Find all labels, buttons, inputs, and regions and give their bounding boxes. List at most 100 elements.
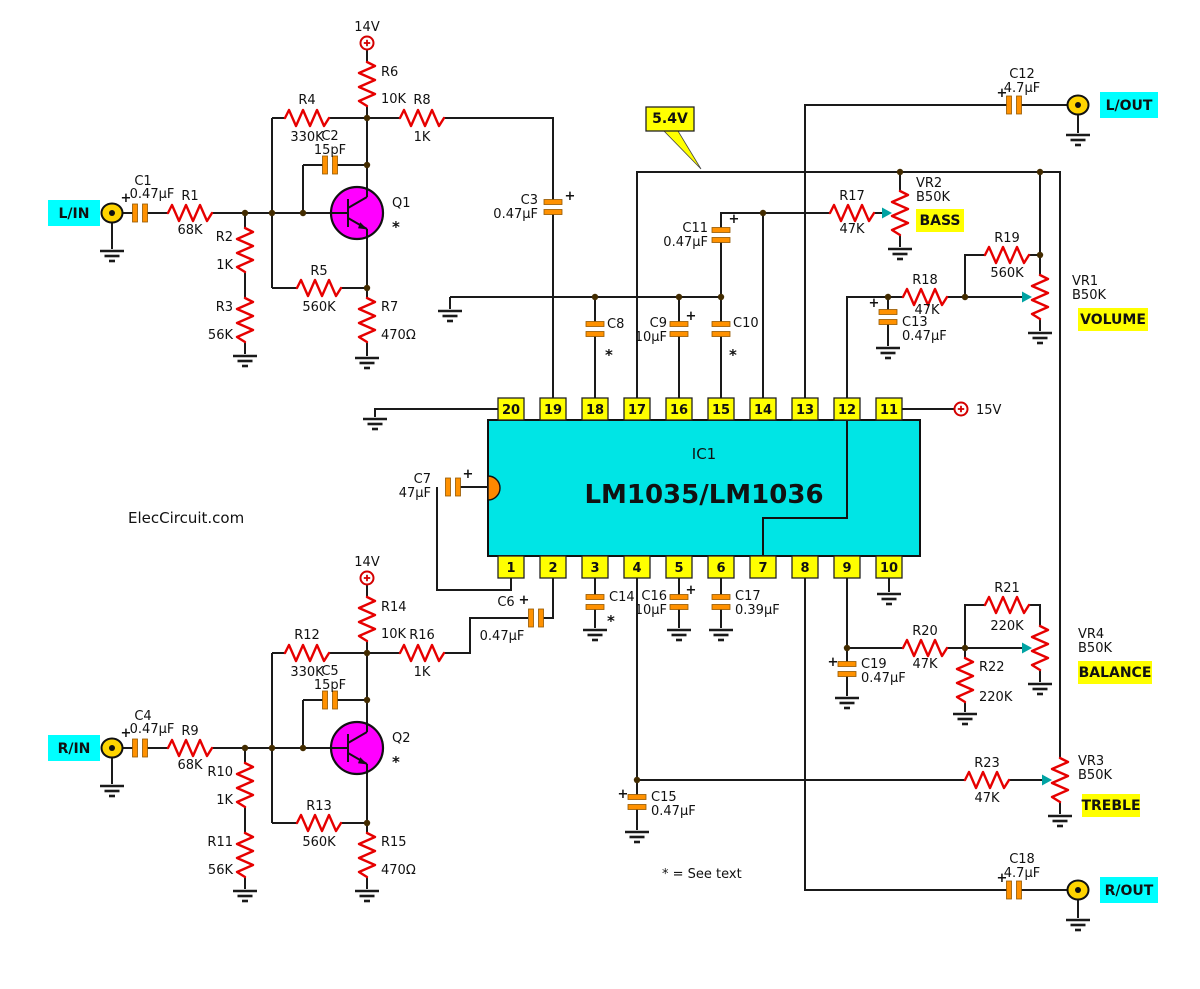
resistor-R21 bbox=[983, 595, 1031, 615]
ground-symbol bbox=[665, 628, 693, 642]
ground-symbol bbox=[874, 346, 902, 360]
R16-label: R16 bbox=[409, 628, 435, 643]
treble-tag bbox=[1082, 794, 1140, 817]
C12-value: 4.7µF bbox=[1004, 81, 1040, 96]
plus-C9: + bbox=[686, 309, 697, 324]
left-output: L/OUT C12 4.7µF + bbox=[804, 67, 1158, 398]
resistor-R4 bbox=[283, 108, 331, 128]
plus-C4: + bbox=[121, 726, 132, 741]
C16-label: C16 bbox=[641, 589, 667, 604]
VR4-value: B50K bbox=[1078, 641, 1112, 656]
R23-label: R23 bbox=[974, 756, 1000, 771]
C18-value: 4.7µF bbox=[1004, 866, 1040, 881]
balance-label: BALANCE bbox=[1079, 665, 1152, 681]
treble-label: TREBLE bbox=[1081, 798, 1140, 814]
transistor-Q1 bbox=[329, 185, 385, 241]
wiper-arrow-VR4 bbox=[1022, 642, 1032, 654]
R17-value: 47K bbox=[839, 222, 865, 237]
C13-label: C13 bbox=[902, 315, 928, 330]
R7-value: 470Ω bbox=[381, 328, 416, 343]
ground-symbol bbox=[231, 354, 259, 368]
ground-symbol bbox=[361, 417, 389, 431]
ic-internal-link bbox=[762, 420, 848, 556]
cap-C3 bbox=[543, 199, 563, 215]
ground-symbol bbox=[1026, 682, 1054, 696]
watermark: ElecCircuit.com bbox=[128, 509, 244, 527]
C17-label: C17 bbox=[735, 589, 761, 604]
R11-value: 56K bbox=[208, 863, 234, 878]
plus-C19: + bbox=[828, 655, 839, 670]
R18-value: 47K bbox=[914, 303, 940, 318]
C16-value: 10µF bbox=[635, 603, 667, 618]
cap-C10 bbox=[711, 321, 731, 337]
C12-label: C12 bbox=[1009, 67, 1035, 82]
jack-l-out bbox=[1066, 94, 1090, 116]
resistor-R5 bbox=[295, 278, 343, 298]
cap-C4 bbox=[132, 738, 148, 758]
volume-control: R18 47K C13 0.47µF + R19 560K VR1 B50K V… bbox=[846, 231, 1148, 398]
ic-pin-9: 9 bbox=[842, 561, 851, 576]
C5-value: 15pF bbox=[314, 678, 346, 693]
ic-pin-17: 17 bbox=[628, 403, 646, 418]
pot-VR1 bbox=[1030, 273, 1050, 321]
ic-lm1035: IC1 LM1035/LM1036 20 19 18 17 16 15 14 1… bbox=[361, 397, 1002, 606]
r-out-tag bbox=[1100, 877, 1158, 903]
jack-r-in bbox=[100, 737, 124, 759]
R9-value: 68K bbox=[177, 758, 203, 773]
resistor-R7 bbox=[357, 296, 377, 344]
cap-C12 bbox=[1006, 95, 1022, 115]
ground-symbol bbox=[1046, 814, 1074, 828]
VR1-value: B50K bbox=[1072, 288, 1106, 303]
decoupling-wires bbox=[594, 578, 722, 628]
cap-C17 bbox=[711, 594, 731, 610]
resistor-R9 bbox=[166, 738, 214, 758]
ground-symbol bbox=[353, 889, 381, 903]
left-input-stage: L/IN 14V R6 10K R4 330K R8 1K C2 15pF C1… bbox=[48, 20, 575, 398]
bass-label: BASS bbox=[919, 213, 960, 229]
ic-part: LM1035/LM1036 bbox=[584, 480, 823, 510]
C15-value: 0.47µF bbox=[651, 804, 696, 819]
VR2-label: VR2 bbox=[916, 176, 942, 191]
R12-value: 330K bbox=[290, 665, 324, 680]
C9-value: 10µF bbox=[635, 330, 667, 345]
R13-label: R13 bbox=[306, 799, 332, 814]
star-Q2: * bbox=[392, 753, 400, 771]
C2-label: C2 bbox=[321, 129, 338, 144]
ic-pin-12: 12 bbox=[838, 403, 856, 418]
VR1-label: VR1 bbox=[1072, 274, 1098, 289]
R5-value: 560K bbox=[302, 300, 336, 315]
ic-pin-3: 3 bbox=[590, 561, 599, 576]
ic-pin-1: 1 bbox=[506, 561, 515, 576]
resistor-R15 bbox=[357, 831, 377, 879]
C19-label: C19 bbox=[861, 657, 887, 672]
jack-r-out bbox=[1066, 879, 1090, 901]
plus-C18: + bbox=[997, 871, 1008, 886]
ground-symbol bbox=[1026, 331, 1054, 345]
cap-C1 bbox=[132, 203, 148, 223]
decoupling-caps-bottom: C14 * C16 10µF + C17 0.39µF bbox=[581, 578, 780, 642]
ground-symbol bbox=[436, 309, 464, 323]
R11-label: R11 bbox=[207, 835, 233, 850]
C4-label: C4 bbox=[134, 709, 151, 724]
left-input-wires bbox=[111, 49, 554, 398]
R3-value: 56K bbox=[208, 328, 234, 343]
C19-value: 0.47µF bbox=[861, 671, 906, 686]
ground-symbol bbox=[951, 712, 979, 726]
R16-value: 1K bbox=[414, 665, 431, 680]
R12-label: R12 bbox=[294, 628, 320, 643]
cap-C14 bbox=[585, 594, 605, 610]
R20-value: 47K bbox=[912, 657, 938, 672]
R1-label: R1 bbox=[181, 189, 198, 204]
ic-pin-6: 6 bbox=[716, 561, 725, 576]
cap-C6 bbox=[528, 608, 544, 628]
VR2-value: B50K bbox=[916, 190, 950, 205]
cap-C11 bbox=[711, 227, 731, 243]
resistor-R8 bbox=[398, 108, 446, 128]
supply-14v-bottom-label: 14V bbox=[354, 555, 380, 570]
R8-label: R8 bbox=[413, 93, 430, 108]
left-output-wires bbox=[804, 104, 1079, 398]
callout-pointer bbox=[663, 130, 702, 170]
resistor-R2 bbox=[235, 226, 255, 274]
plus-C3: + bbox=[565, 189, 576, 204]
plus-C13: + bbox=[869, 296, 880, 311]
